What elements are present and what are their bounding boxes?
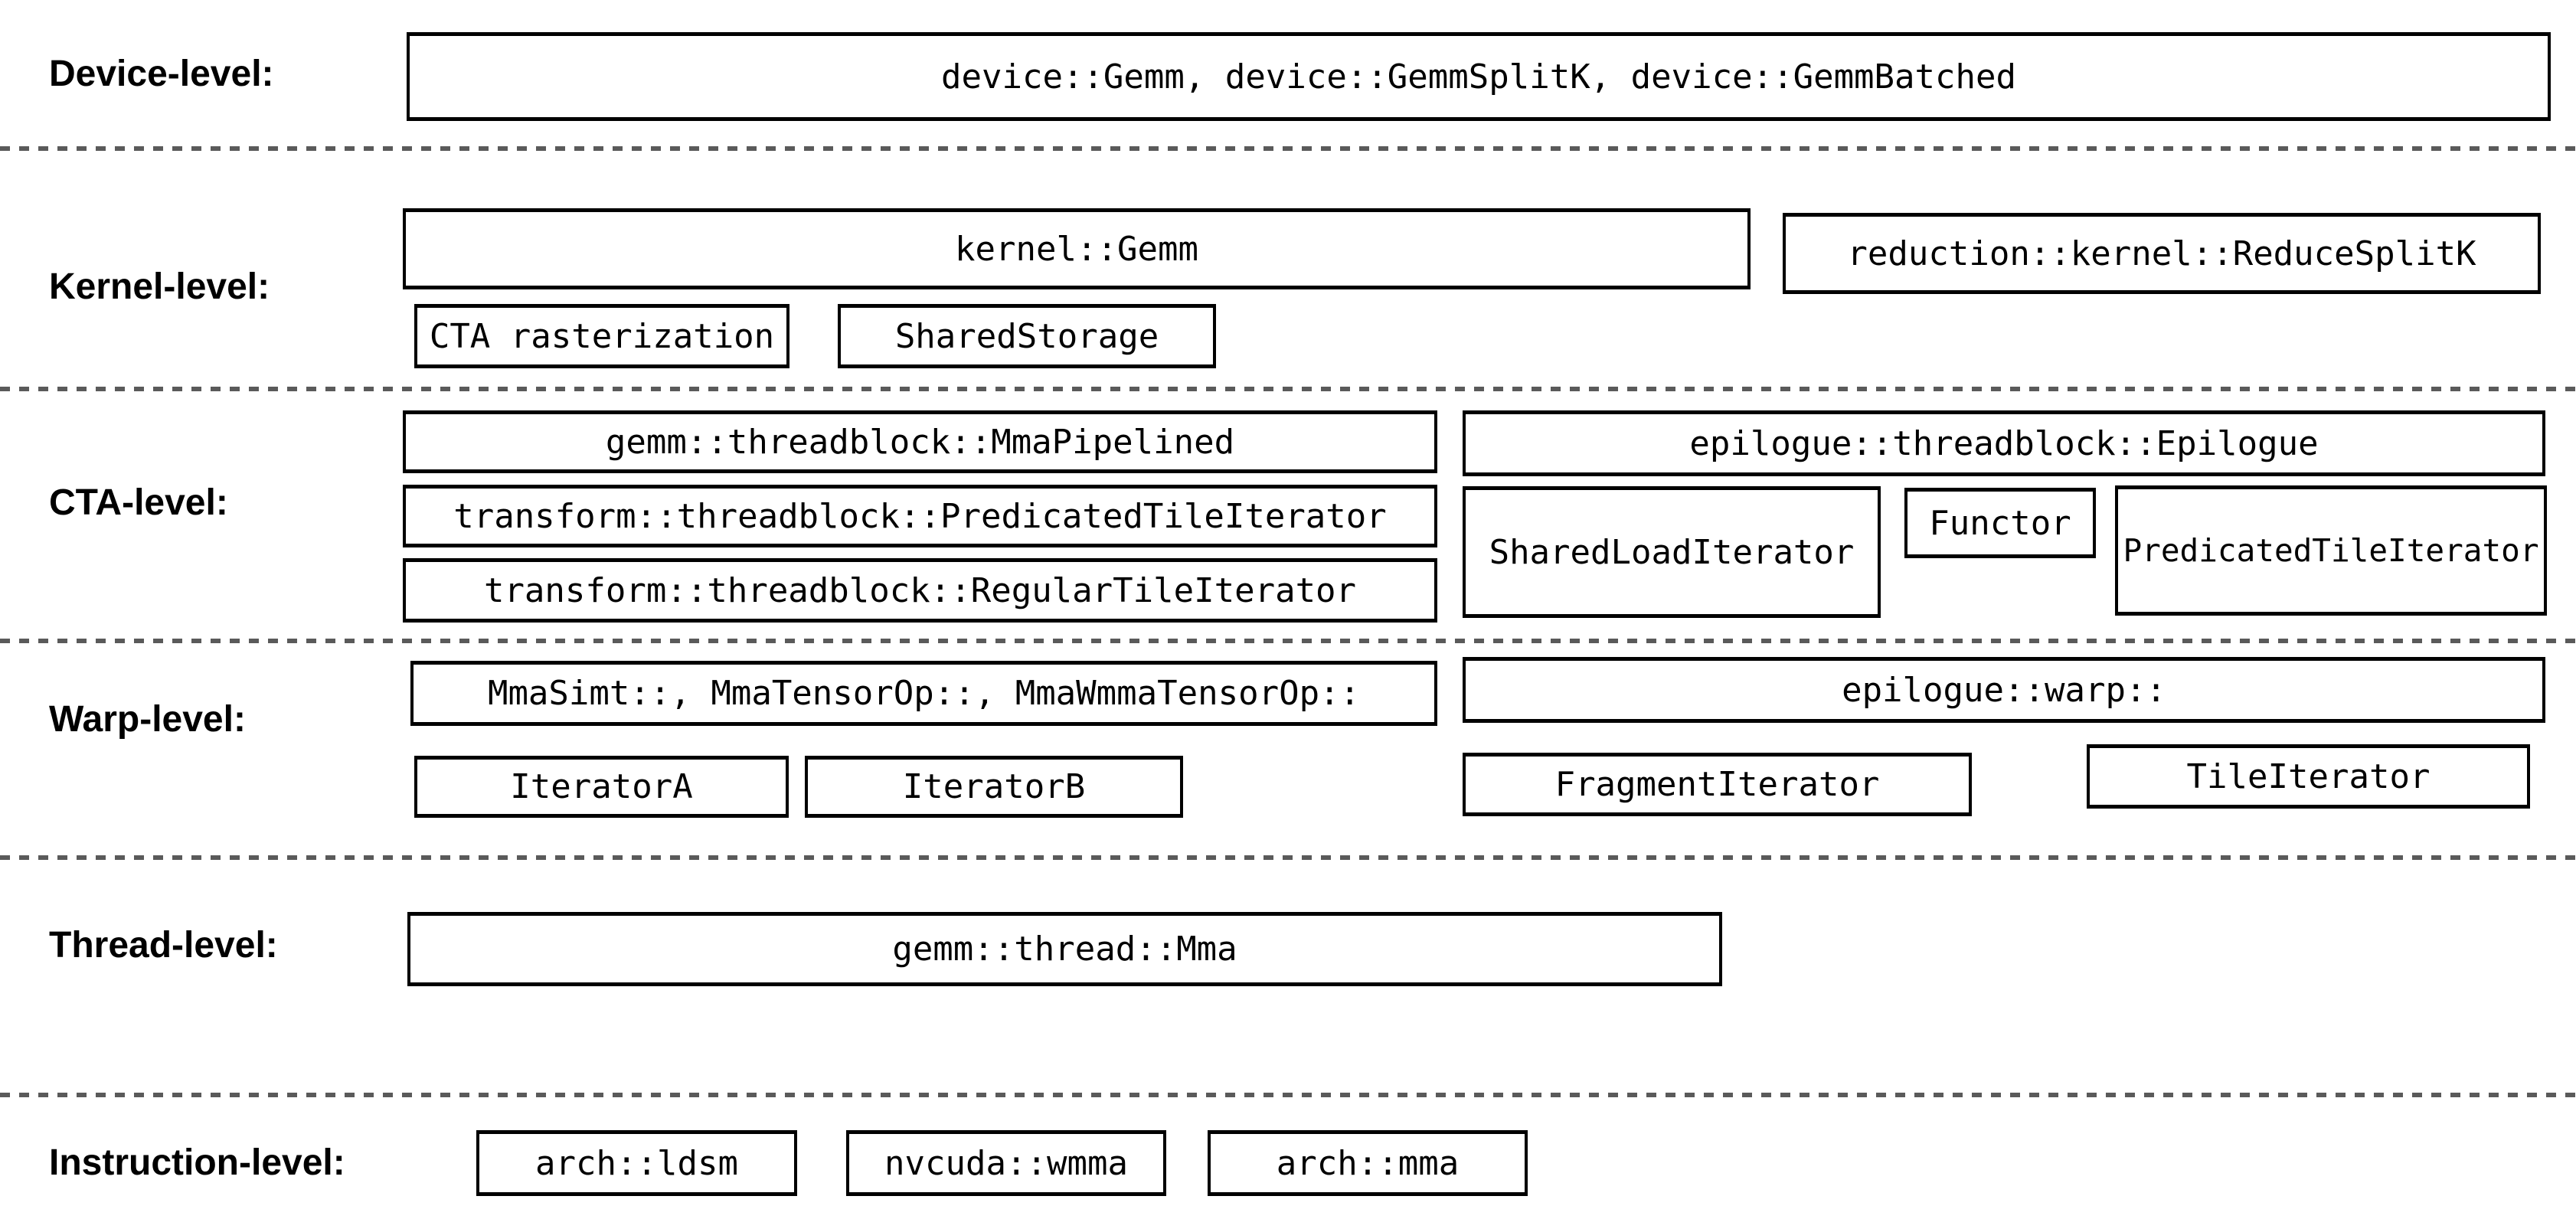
box-shared-load-iterator: SharedLoadIterator bbox=[1463, 486, 1881, 618]
box-arch-ldsm: arch::ldsm bbox=[476, 1130, 797, 1196]
level-label-device: Device-level: bbox=[49, 54, 274, 94]
box-cta-rasterization: CTA rasterization bbox=[414, 304, 789, 368]
level-label-kernel: Kernel-level: bbox=[49, 266, 270, 307]
box-shared-storage: SharedStorage bbox=[838, 304, 1216, 368]
box-epilogue-warp: epilogue::warp:: bbox=[1463, 657, 2545, 723]
box-nvcuda-wmma: nvcuda::wmma bbox=[846, 1130, 1166, 1196]
box-transform-threadblock-regular-tile-iterator: transform::threadblock::RegularTileItera… bbox=[403, 558, 1437, 623]
box-gemm-thread-mma: gemm::thread::Mma bbox=[407, 912, 1722, 986]
separator-device-kernel bbox=[0, 146, 2576, 151]
box-gemm-threadblock-mma-pipelined: gemm::threadblock::MmaPipelined bbox=[403, 410, 1437, 473]
box-warp-mma-variants: MmaSimt::, MmaTensorOp::, MmaWmmaTensorO… bbox=[410, 661, 1437, 726]
box-kernel-gemm: kernel::Gemm bbox=[403, 208, 1751, 289]
box-device-gemm-variants: device::Gemm, device::GemmSplitK, device… bbox=[407, 32, 2551, 121]
level-label-instruction: Instruction-level: bbox=[49, 1142, 345, 1183]
separator-thread-instruction bbox=[0, 1093, 2576, 1097]
box-functor: Functor bbox=[1904, 488, 2096, 558]
box-iterator-b: IteratorB bbox=[805, 756, 1183, 818]
box-transform-threadblock-predicated-tile-iterator: transform::threadblock::PredicatedTileIt… bbox=[403, 485, 1437, 547]
level-label-warp: Warp-level: bbox=[49, 699, 246, 740]
box-iterator-a: IteratorA bbox=[414, 756, 789, 818]
level-label-thread: Thread-level: bbox=[49, 925, 278, 966]
separator-kernel-cta bbox=[0, 387, 2576, 391]
level-label-cta: CTA-level: bbox=[49, 482, 228, 523]
separator-warp-thread bbox=[0, 855, 2576, 860]
box-arch-mma: arch::mma bbox=[1208, 1130, 1528, 1196]
box-epilogue-predicated-tile-iterator: PredicatedTileIterator bbox=[2115, 485, 2547, 616]
box-fragment-iterator: FragmentIterator bbox=[1463, 753, 1972, 816]
separator-cta-warp bbox=[0, 639, 2576, 643]
box-epilogue-threadblock-epilogue: epilogue::threadblock::Epilogue bbox=[1463, 410, 2545, 476]
box-reduction-kernel-reduce-splitk: reduction::kernel::ReduceSplitK bbox=[1783, 213, 2541, 294]
box-tile-iterator: TileIterator bbox=[2087, 744, 2530, 809]
